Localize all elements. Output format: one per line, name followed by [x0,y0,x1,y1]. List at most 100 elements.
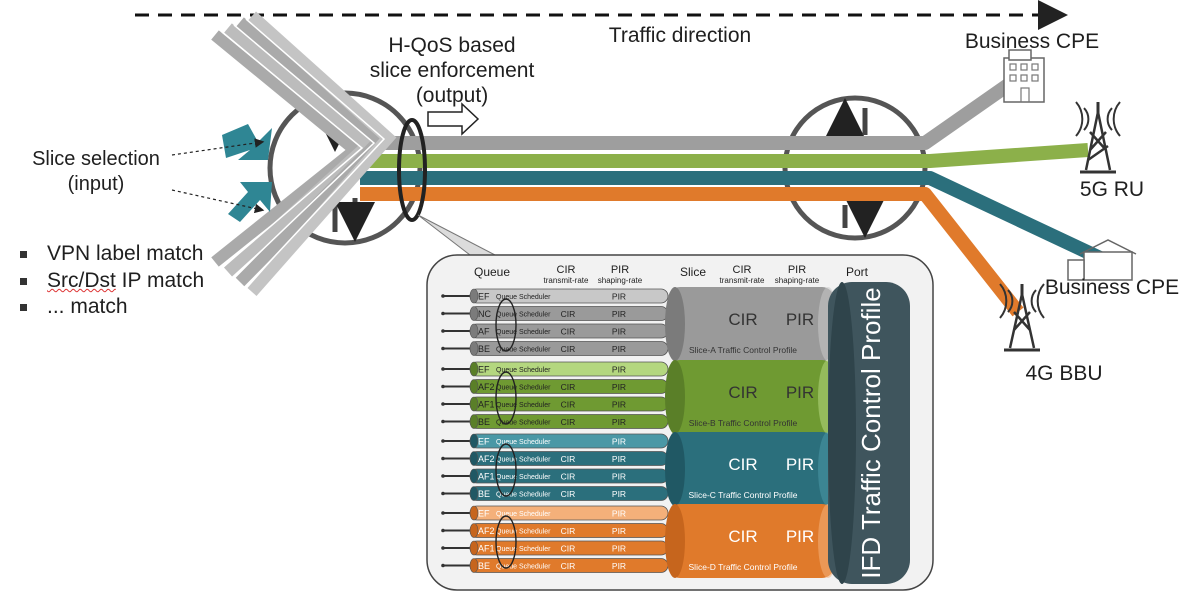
slice-cir-label: CIR [728,455,757,474]
queue-scheduler-label: Queue Scheduler [496,439,551,446]
queue-cir-label: CIR [561,417,576,427]
queue-scheduler-label: Queue Scheduler [496,347,551,354]
queue-pir-label: PIR [612,489,626,499]
queue-name: AF1 [478,400,495,410]
scheduler-ring [495,298,517,352]
slice-cir-label: CIR [728,310,757,329]
slice-profile-label: Slice-A Traffic Control Profile [689,345,797,355]
slice-selection-label: (input) [68,173,125,195]
bullet-icon [20,303,27,311]
ifd-port-cylinder: IFD Traffic Control Profile [828,282,910,584]
cell-tower-icon [999,283,1045,352]
queue-pir-label: PIR [612,400,626,410]
queue-pir-label: PIR [612,344,626,354]
queue-cir-label: CIR [561,526,576,536]
queue-name: AF1 [478,472,495,482]
bullet-item: ... match [20,294,128,320]
queue-pir-label: PIR [612,561,626,571]
slice-profile-label: Slice-B Traffic Control Profile [689,418,798,428]
queue-name: EF [478,437,490,447]
ifd-profile-label: IFD Traffic Control Profile [856,287,886,578]
queue-name: BE [478,489,490,499]
queue-scheduler-label: Queue Scheduler [496,294,551,301]
queue-cir-label: CIR [561,544,576,554]
pir-subheader: shaping-rate [598,276,643,285]
slice-cylinder: CIR PIR Slice-C Traffic Control Profile [665,432,838,506]
slice-pir-subheader: shaping-rate [775,276,820,285]
queue-scheduler-label: Queue Scheduler [496,474,551,481]
business-cpe-label: Business CPE [965,30,1099,53]
business-cpe-label: Business CPE [1045,276,1179,299]
queue-cir-label: CIR [561,327,576,337]
queue-scheduler-label: Queue Scheduler [496,457,551,464]
enforcement-ring [397,118,427,222]
cir-header: CIR [557,264,576,276]
queue-cir-label: CIR [561,454,576,464]
queue-pir-label: PIR [612,544,626,554]
queue-name: EF [478,365,490,375]
slice-profile-label: Slice-C Traffic Control Profile [689,490,798,500]
house-icon [1067,239,1137,281]
scheduler-ring [495,443,517,497]
queue-name: EF [478,509,490,519]
traffic-direction-label: Traffic direction [609,24,751,47]
bullet-icon [20,277,27,285]
slice-pir-label: PIR [786,455,814,474]
queue-name: NC [478,309,491,319]
slice-pir-label: PIR [786,527,814,546]
queue-cir-label: CIR [561,309,576,319]
slice-selection-arrow [228,182,272,222]
slice-selection-arrow [222,124,272,160]
queue-scheduler-label: Queue Scheduler [496,546,551,553]
building-icon [1003,49,1045,103]
output-arrow-icon [427,102,480,136]
queue-pir-label: PIR [612,327,626,337]
queue-header: Queue [474,265,510,279]
cell-tower-icon [1075,101,1121,174]
bullet-item: VPN label match [20,241,203,267]
slice-cir-label: CIR [728,527,757,546]
queue-pir-label: PIR [612,382,626,392]
queue-name: BE [478,417,490,427]
queue-pir-label: PIR [612,417,626,427]
queue-name: BE [478,561,490,571]
queue-pir-label: PIR [612,437,626,447]
traffic-pipes [360,79,1103,317]
4g-bbu-label: 4G BBU [1025,362,1102,385]
queue-pir-label: PIR [612,472,626,482]
slice-pir-label: PIR [786,310,814,329]
queue-cir-label: CIR [561,400,576,410]
queue-pir-label: PIR [612,509,626,519]
queue-scheduler-label: Queue Scheduler [496,529,551,536]
slice-selection-label: Slice selection [32,148,160,170]
queue-scheduler-label: Queue Scheduler [496,420,551,427]
queue-pir-label: PIR [612,454,626,464]
slice-pir-header: PIR [788,264,806,276]
queue-scheduler-label: Queue Scheduler [496,564,551,571]
queue-pir-label: PIR [612,292,626,302]
queue-row: BE Queue Scheduler CIR PIR [441,414,669,429]
slice-cir-header: CIR [733,264,752,276]
callout-connector [417,214,496,256]
scheduler-ring [495,515,517,569]
queue-name: EF [478,292,490,302]
queue-pir-label: PIR [612,309,626,319]
queue-name: AF1 [478,544,495,554]
